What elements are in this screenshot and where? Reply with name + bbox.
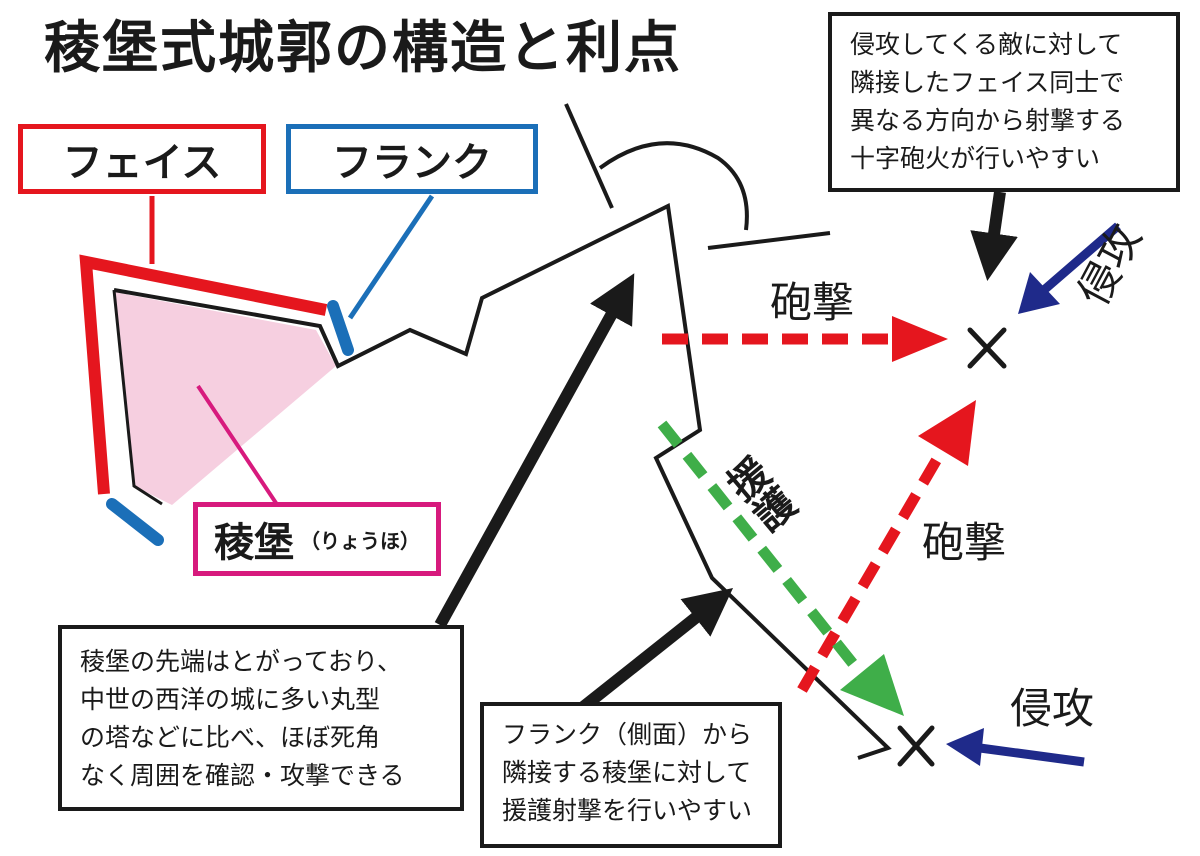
note-line: 隣接する稜堡に対して xyxy=(502,758,752,787)
note-line: 中世の西洋の城に多い丸型 xyxy=(80,685,381,714)
attack-arrow-top xyxy=(1041,222,1121,294)
fire-label-top: 砲撃 xyxy=(770,278,855,327)
attack-label-bottom: 侵攻 xyxy=(1010,684,1095,733)
angle-line-1 xyxy=(564,103,614,209)
bastion-inner-wall xyxy=(112,289,163,506)
fire-label-bottom: 砲撃 xyxy=(922,518,1007,567)
flank-support-note: フランク（側面）から 隣接する稜堡に対して 援護射撃を行いやすい xyxy=(480,702,782,848)
note-line: 稜堡の先端はとがっており、 xyxy=(80,647,403,676)
fire-arrowhead-diagonal xyxy=(918,400,976,466)
bastion-label-text: 稜堡 xyxy=(214,520,294,566)
flank-wall-1 xyxy=(327,300,354,356)
cross-icon xyxy=(897,725,935,767)
cross-icon xyxy=(967,327,1007,369)
bastion-tip-note: 稜堡の先端はとがっており、 中世の西洋の城に多い丸型 の塔などに比べ、ほぼ死角 … xyxy=(58,625,464,811)
cross-fire-note: 侵攻してくる敵に対して 隣接したフェイス同士で 異なる方向から射撃する 十字砲火… xyxy=(828,12,1180,192)
fire-line-diagonal xyxy=(797,451,945,693)
bastion-tip-pointer xyxy=(434,273,635,628)
note-line: 援護射撃を行いやすい xyxy=(502,796,753,825)
flank-leader xyxy=(347,194,435,320)
fire-arrowhead-horizontal xyxy=(892,316,948,362)
fortress-wall-outline xyxy=(113,202,892,760)
support-fire-arrowhead xyxy=(840,654,904,716)
note-line: 異なる方向から射撃する xyxy=(850,106,1126,135)
angle-arc xyxy=(598,141,749,231)
angle-line-2 xyxy=(707,231,831,250)
note-line: 隣接したフェイス同士で xyxy=(850,68,1125,97)
note-line: の塔などに比べ、ほぼ死角 xyxy=(80,723,381,752)
attack-arrowhead-top xyxy=(1018,272,1060,314)
face-label: フェイス xyxy=(18,124,266,194)
bastion-leader xyxy=(196,384,278,505)
note-line: なく周囲を確認・攻撃できる xyxy=(80,761,405,790)
attack-arrow-bottom xyxy=(979,743,1085,767)
diagram-title: 稜堡式城郭の構造と利点 xyxy=(44,16,682,81)
bastion-label-reading: （りょうほ） xyxy=(300,528,420,553)
flank-support-pointer xyxy=(578,588,734,713)
support-fire-line xyxy=(657,420,863,674)
flank-label: フランク xyxy=(286,124,538,194)
bastion-label: 稜堡 （りょうほ） xyxy=(193,502,441,576)
note-line: 侵攻してくる敵に対して xyxy=(850,30,1123,59)
bastion-area xyxy=(114,292,336,505)
note-line: 十字砲火が行いやすい xyxy=(850,144,1101,173)
attack-arrowhead-bottom xyxy=(946,728,984,766)
flank-wall-2 xyxy=(106,498,164,546)
note-line: フランク（側面）から xyxy=(502,720,753,749)
cross-fire-pointer xyxy=(970,191,1018,282)
face-wall xyxy=(79,254,328,495)
